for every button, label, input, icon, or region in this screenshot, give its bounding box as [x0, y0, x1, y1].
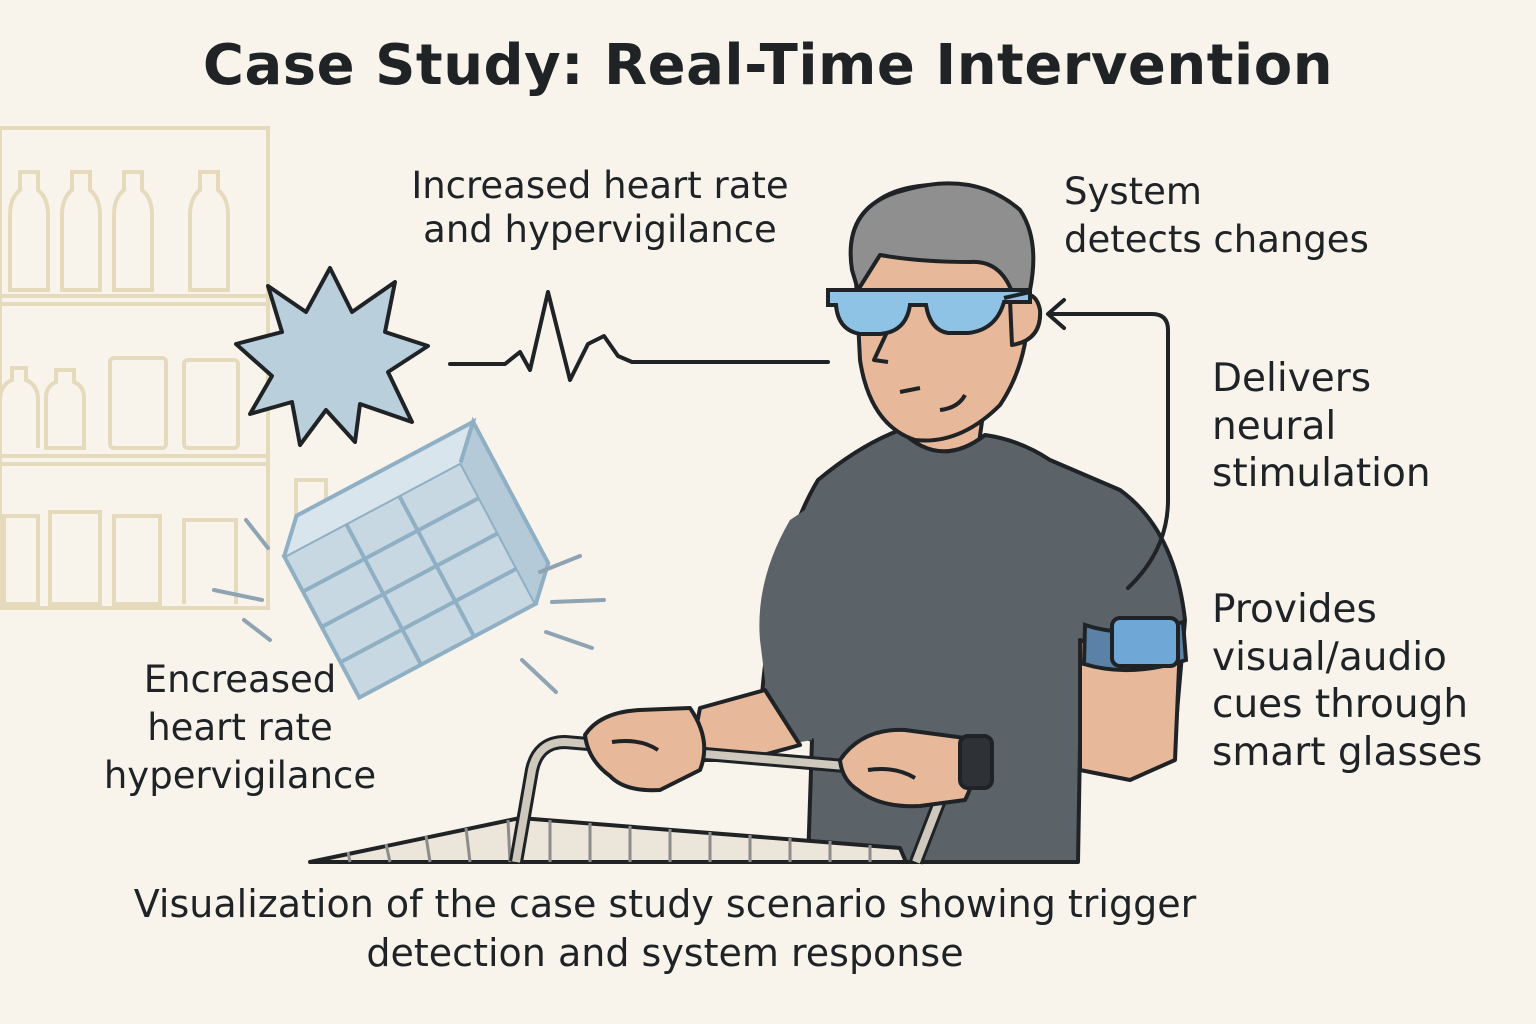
stimulation-label-line-3: stimulation	[1212, 451, 1431, 497]
smart-glasses-icon	[826, 288, 1032, 336]
encreased-heart-rate-label: Encreased heart rate hypervigilance	[90, 656, 390, 800]
stimulation-label-line-1: Delivers	[1212, 356, 1372, 401]
store-shelves	[0, 126, 328, 610]
stimulation-label-line-2: neural	[1212, 403, 1337, 449]
encreased-label-line-1: Encreased	[143, 658, 337, 701]
trigger-label-line-2: and hypervigilance	[423, 208, 777, 252]
trigger-label-line-1: Increased heart rate	[411, 164, 789, 207]
feedback-arrow-icon	[1048, 312, 1170, 590]
page-title: Case Study: Real-Time Intervention	[202, 33, 1334, 98]
encreased-label-line-3: hypervigilance	[103, 754, 377, 798]
falling-crate-icon	[212, 416, 606, 701]
cues-label-line-1: Provides	[1212, 587, 1377, 632]
neural-stimulation-label: Delivers neural stimulation	[1212, 355, 1431, 498]
encreased-label-line-2: heart rate	[147, 706, 333, 750]
armband-device-icon	[1081, 616, 1189, 673]
detects-label-line-2: detects changes	[1064, 218, 1369, 262]
hands	[583, 706, 976, 809]
caption-line-1: Visualization of the case study scenario…	[133, 882, 1197, 926]
caption-line-2: detection and system response	[366, 930, 964, 975]
cues-label: Provides visual/audio cues through smart…	[1212, 586, 1482, 776]
figure-caption: Visualization of the case study scenario…	[60, 880, 1270, 977]
starburst-icon	[234, 266, 430, 447]
cues-label-line-2: visual/audio	[1212, 634, 1447, 680]
detects-changes-label: System detects changes	[1064, 168, 1369, 264]
heartbeat-line-icon	[448, 290, 830, 382]
wristwatch-icon	[958, 734, 994, 790]
cues-label-line-4: smart glasses	[1212, 729, 1483, 775]
trigger-label: Increased heart rate and hypervigilance	[400, 164, 800, 253]
cues-label-line-3: cues through	[1212, 682, 1469, 728]
detects-label-line-1: System	[1064, 170, 1202, 213]
